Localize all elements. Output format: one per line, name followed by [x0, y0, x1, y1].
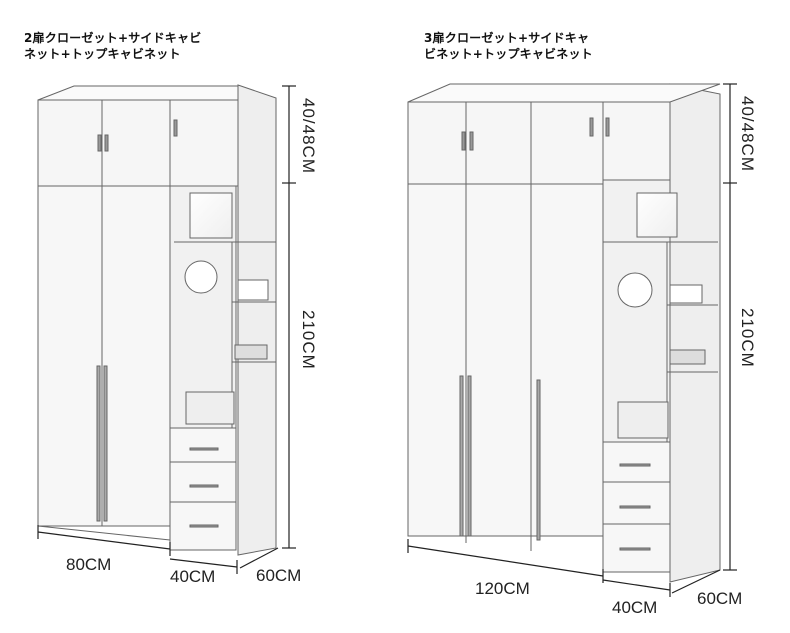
right-side-width-label: 40CM — [612, 598, 658, 617]
left-caption-line2: ネット+トップキャビネット — [24, 47, 181, 61]
left-top-height-label: 40/48CM — [299, 98, 318, 174]
right-caption-line2: ビネット+トップキャビネット — [424, 47, 593, 61]
left-main-doors — [37, 185, 171, 527]
right-depth-label: 60CM — [697, 589, 743, 608]
left-side-width-label: 40CM — [170, 567, 216, 586]
left-top-handle-2 — [104, 134, 109, 152]
left-top-cabinet — [37, 99, 239, 187]
left-top-handle-1 — [97, 134, 102, 152]
right-dimension-lines — [407, 83, 737, 597]
right-body-height-label: 210CM — [738, 308, 757, 368]
left-depth-label: 60CM — [256, 566, 302, 585]
right-hat — [617, 272, 653, 308]
right-top-height-label: 40/48CM — [738, 96, 757, 172]
right-wardrobe — [407, 83, 721, 583]
left-main-width-label: 80CM — [66, 555, 112, 574]
left-drawer-stack — [169, 427, 237, 551]
left-dimension-lines — [37, 85, 296, 574]
right-main-doors — [407, 183, 604, 537]
right-main-width-label: 120CM — [475, 579, 530, 598]
left-handbag — [185, 391, 235, 425]
right-handbag — [617, 401, 669, 439]
right-caption: 3扉クローゼット+サイドキャ ビネット+トップキャビネット — [424, 30, 644, 62]
left-caption-line1: 2扉クローゼット+サイドキャビ — [24, 31, 202, 45]
right-decor-frame — [636, 192, 678, 238]
left-door-handle-1 — [96, 365, 101, 522]
left-wardrobe — [37, 84, 277, 556]
left-top-handle-3 — [173, 119, 178, 137]
left-decor-frame — [189, 192, 233, 239]
left-body-height-label: 210CM — [299, 310, 318, 370]
left-caption: 2扉クローゼット+サイドキャビ ネット+トップキャビネット — [24, 30, 244, 62]
right-top-cabinet — [407, 101, 671, 185]
left-hat — [184, 260, 218, 294]
left-door-handle-2 — [103, 365, 108, 522]
right-caption-line1: 3扉クローゼット+サイドキャ — [424, 31, 590, 45]
